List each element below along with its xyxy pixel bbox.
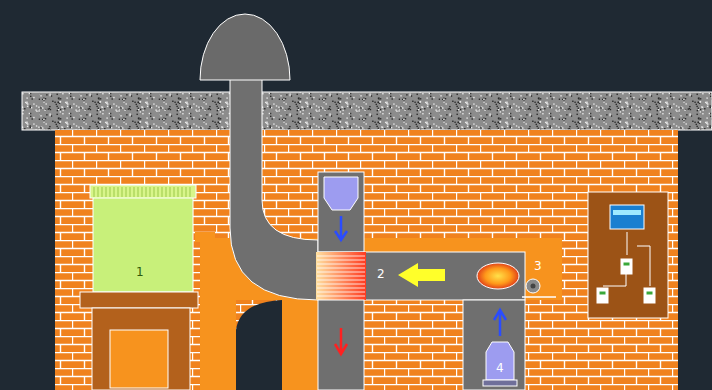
outlet-duct <box>318 300 364 390</box>
wall-opening <box>236 300 282 390</box>
panel-display <box>610 205 644 229</box>
tank-lid <box>90 185 196 198</box>
burner-bracket <box>522 296 556 298</box>
tank-stand <box>92 308 190 390</box>
warm-air-arrow <box>335 328 347 354</box>
callout-number: 2 <box>377 267 385 281</box>
panel-indicators <box>597 259 655 303</box>
fan-base <box>483 380 517 386</box>
callout-number: 1 <box>136 265 144 279</box>
stand-opening <box>110 330 168 388</box>
burner-unit <box>526 279 540 293</box>
callout-number: 3 <box>534 259 542 273</box>
flow-arrow <box>398 263 445 287</box>
brick-wall <box>55 130 678 390</box>
intake-filter <box>324 177 358 210</box>
fan <box>486 342 514 380</box>
fan-air-arrow <box>494 310 506 336</box>
chimney-pipe <box>230 78 318 300</box>
callout-number: 4 <box>496 361 504 375</box>
panel-wiring <box>603 232 650 286</box>
burner-hub <box>531 284 536 289</box>
chimney-cap <box>200 14 290 80</box>
panel-display-bar <box>613 210 641 215</box>
intake-duct <box>318 172 364 252</box>
tank-lid-ribs <box>94 187 190 197</box>
air-arrow <box>335 216 347 240</box>
roof-slab <box>22 92 712 130</box>
control-panel <box>588 192 668 318</box>
tank <box>93 196 193 292</box>
tank-shelf <box>80 292 198 308</box>
heat-exchanger <box>316 252 366 300</box>
burner-flame <box>477 263 519 289</box>
heat-exchanger-fins <box>317 256 365 296</box>
fan-duct <box>463 300 525 390</box>
